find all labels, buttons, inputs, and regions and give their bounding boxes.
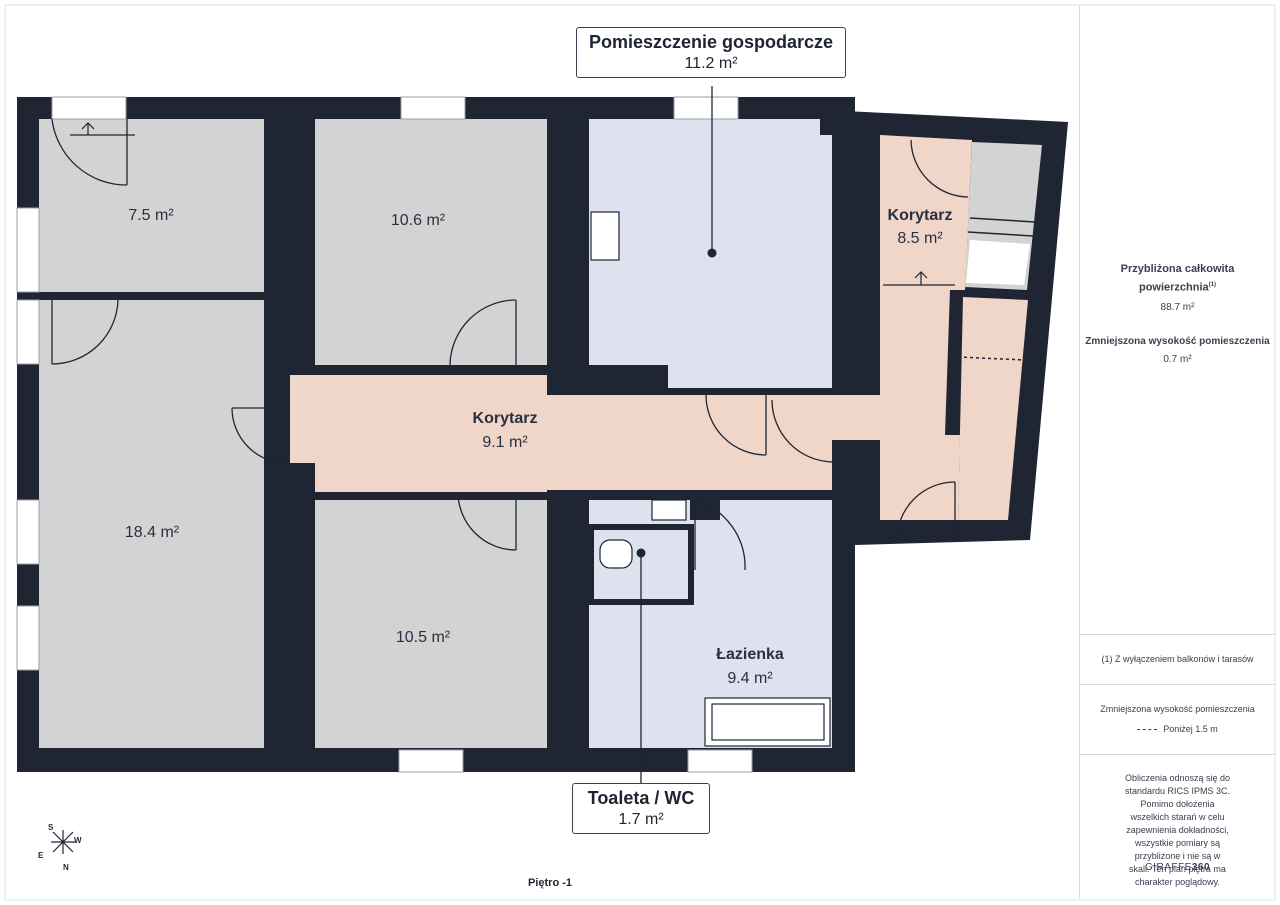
disclaimer: Obliczenia odnoszą się do standardu RICS… <box>1124 773 1231 887</box>
callout-title: Pomieszczenie gospodarcze <box>588 32 834 52</box>
compass-n: N <box>63 863 69 872</box>
dashed-line-icon <box>1137 729 1158 731</box>
room-area-label: 9.1 m² <box>482 434 528 451</box>
room-18-4 <box>39 300 264 748</box>
room-7-5 <box>39 119 264 292</box>
room-area-label: 10.5 m² <box>395 629 451 646</box>
room-area-label: 7.5 m² <box>128 207 174 224</box>
callout-area: 1.7 m² <box>618 811 664 828</box>
room-10-5 <box>315 500 547 748</box>
compass-s: S <box>48 823 54 832</box>
room-area-label: 10.6 m² <box>390 212 446 229</box>
reduced-height-label: Zmniejszona wysokość pomieszczenia <box>1085 336 1270 347</box>
footnote: (1) Z wyłączeniem balkonów i tarasów <box>1101 654 1254 664</box>
brand-logo: GIRAFFE360 <box>1144 862 1211 873</box>
compass-e: E <box>38 851 44 860</box>
room-corridor-east <box>770 135 972 520</box>
legend-title: Zmniejszona wysokość pomieszczenia <box>1100 704 1255 714</box>
total-area-label: Przybliżona całkowita powierzchnia(1) <box>1120 263 1235 294</box>
compass-w: W <box>74 836 82 845</box>
room-area-label: 18.4 m² <box>124 524 180 541</box>
legend-sidebar: Przybliżona całkowita powierzchnia(1) 88… <box>1079 6 1275 899</box>
room-area-label: 8.5 m² <box>897 230 943 247</box>
room-10-6 <box>315 119 547 365</box>
total-area-value: 88.7 m² <box>1160 302 1195 313</box>
room-name-label: Łazienka <box>716 646 784 663</box>
callout-title: Toaleta / WC <box>587 788 695 808</box>
callout-wc: Toaleta / WC 1.7 m² <box>572 783 710 834</box>
room-area-label: 9.4 m² <box>727 670 773 687</box>
room-name-label: Korytarz <box>472 410 538 427</box>
callout-utility-room: Pomieszczenie gospodarcze 11.2 m² <box>576 27 846 78</box>
room-name-label: Korytarz <box>887 207 953 224</box>
legend-item: Poniżej 1.5 m <box>1080 724 1275 734</box>
floor-label: Piętro -1 <box>527 877 572 889</box>
total-footnote-mark: (1) <box>1208 282 1217 288</box>
compass-rose-icon <box>51 830 75 854</box>
room-corridor-main <box>290 375 832 492</box>
room-corridor-east-right <box>958 297 1028 520</box>
reduced-height-value: 0.7 m² <box>1163 354 1192 365</box>
callout-area: 11.2 m² <box>684 55 738 72</box>
